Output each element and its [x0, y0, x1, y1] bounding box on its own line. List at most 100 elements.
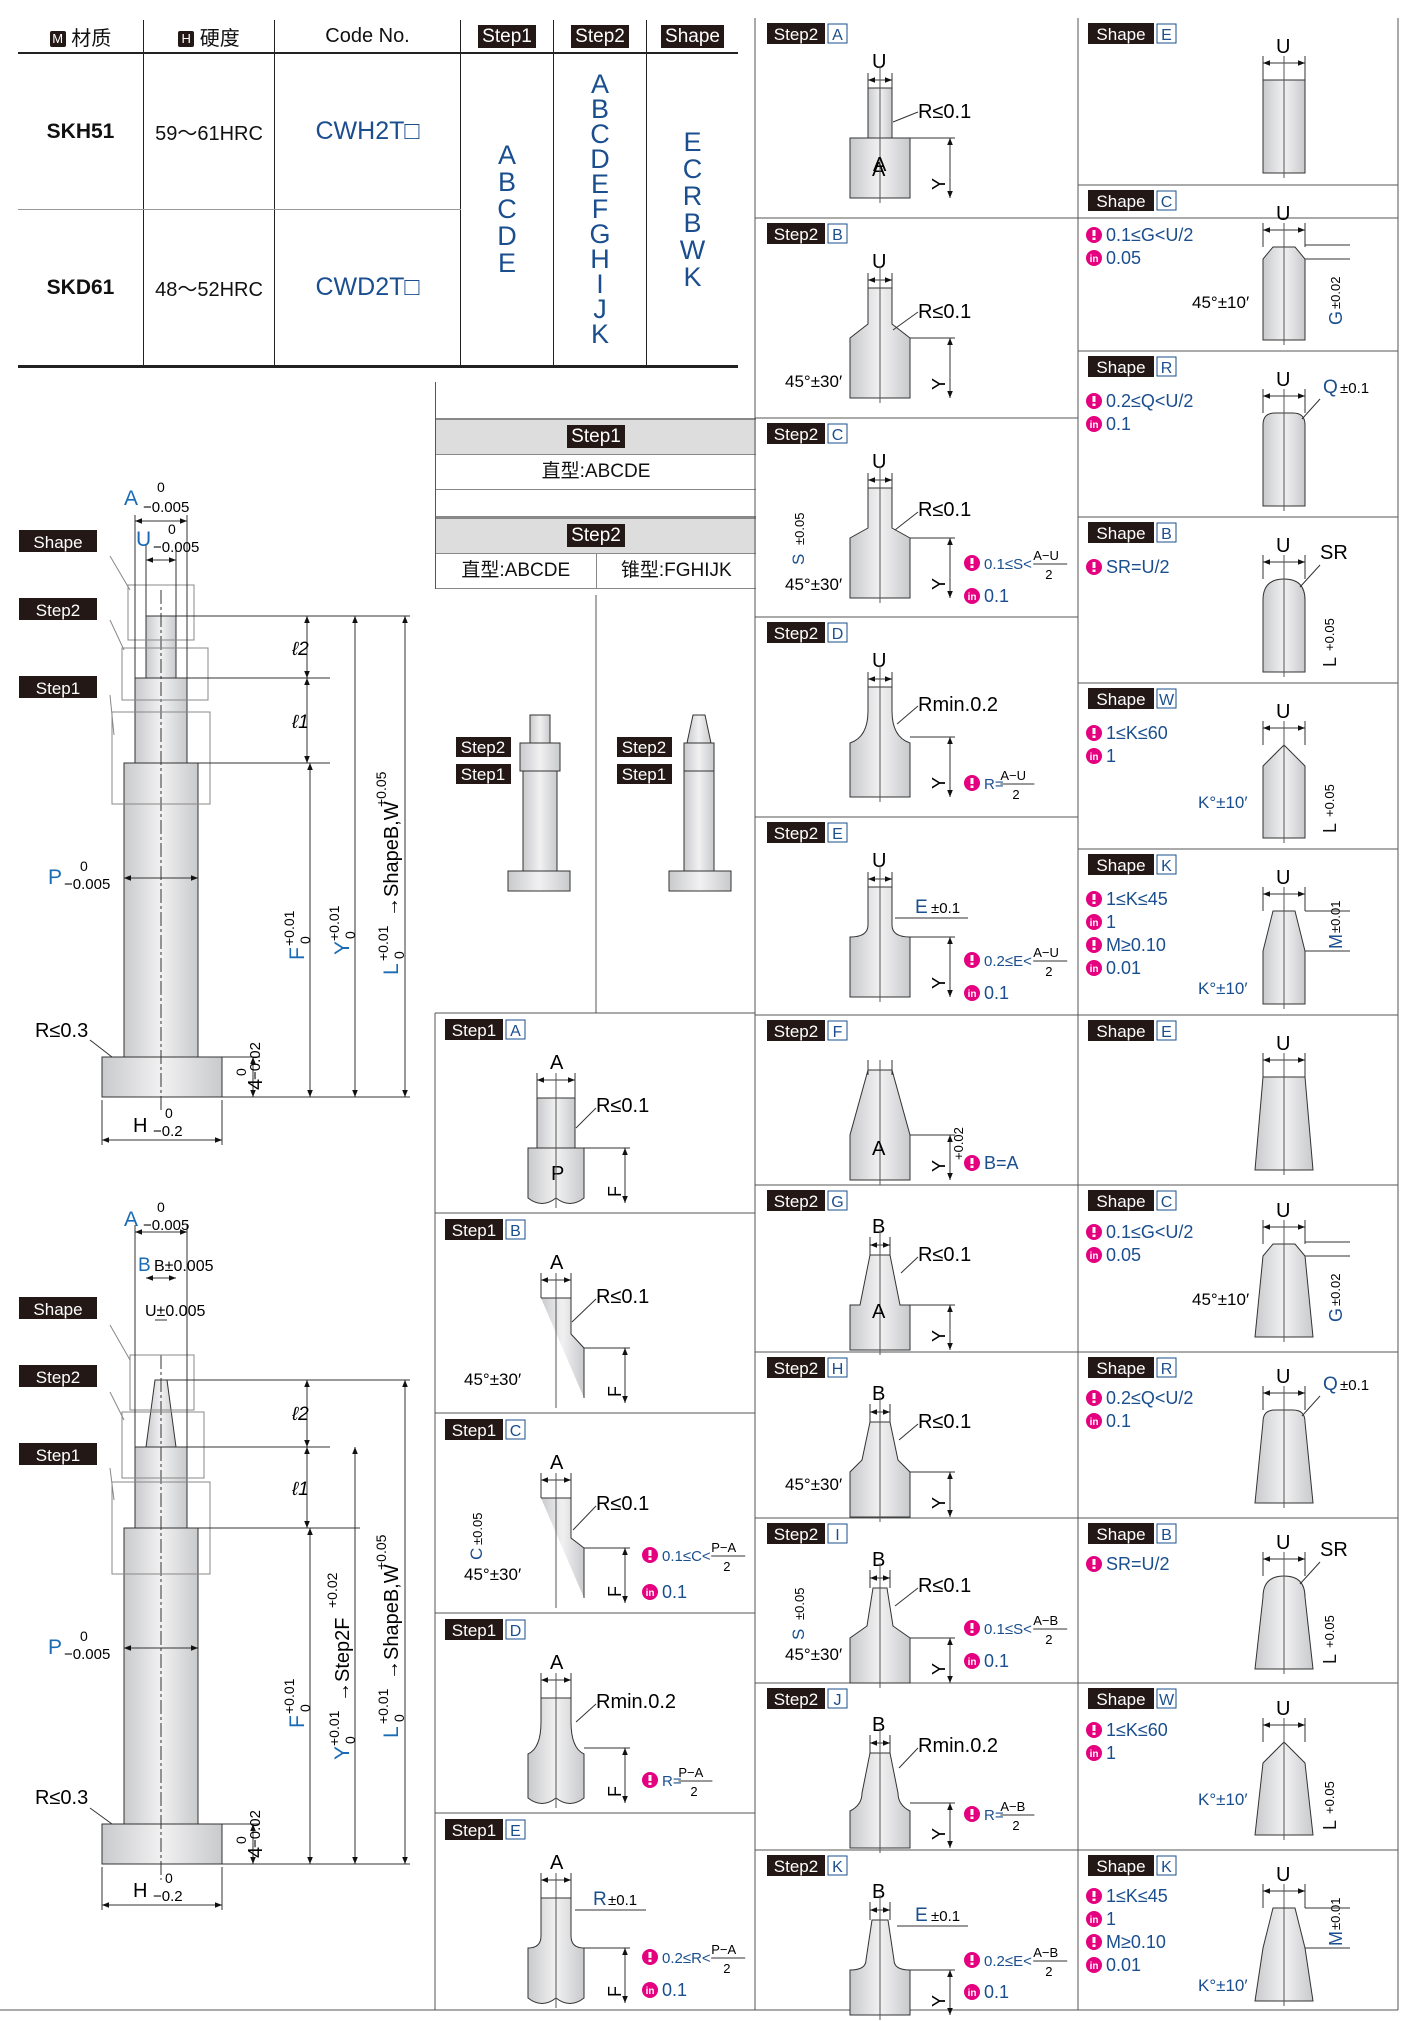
cell-note: 0.2≤Q<U/2	[1106, 391, 1193, 411]
note-icon	[642, 1547, 658, 1563]
cell-tag-letter: J	[834, 1692, 842, 1709]
cell-note: 0.2≤R<	[662, 1950, 711, 1967]
spacer-row	[436, 490, 756, 517]
dim-tol-zero: 0	[233, 1836, 249, 1844]
cell-label: R≤0.1	[918, 301, 971, 323]
code-cell-2: CWD2T□	[274, 209, 461, 368]
cell-tag-letter: E	[1161, 1024, 1172, 1041]
cell-label: U	[1276, 1033, 1290, 1055]
cell-label: U	[1276, 1366, 1290, 1388]
cell-label: Y	[929, 578, 949, 590]
preview-tag-step1: Step1	[461, 765, 505, 784]
cell-label: U	[1276, 867, 1290, 889]
dim-l-tol-3: +0.01	[375, 1688, 391, 1724]
note-icon	[964, 1952, 980, 1968]
tag-shape: Shape	[33, 533, 82, 552]
cell-tag-letter: E	[832, 826, 843, 843]
cell-label: S	[789, 554, 808, 565]
cell-tag-kind: Shape	[1096, 1690, 1145, 1709]
cell-tag-letter: D	[510, 1623, 522, 1640]
cell-label: R≤0.1	[918, 101, 971, 123]
cell-note: 1	[1106, 912, 1116, 932]
cell-label: R≤0.1	[596, 1286, 649, 1308]
cell-tag-letter: B	[510, 1223, 521, 1240]
note-icon	[1086, 559, 1102, 575]
note-icon	[642, 1772, 658, 1788]
cell-note: 0.05	[1106, 1245, 1141, 1265]
dim-f-tol-2: +0.01	[281, 1678, 297, 1714]
cell-label: Y	[929, 1828, 949, 1840]
cell-note-den: 2	[723, 1961, 730, 1976]
dim-l-tol: +0.01	[375, 925, 391, 961]
cell-note: 0.01	[1106, 958, 1141, 978]
dim-p-label-2: P	[48, 1636, 62, 1659]
main-drawing-straight: Shape Step2 Step1 A 0 −0.005 U 0 −0.005 …	[19, 479, 410, 1145]
step2-option: E	[590, 169, 609, 199]
cell-tag-kind: Shape	[1096, 856, 1145, 875]
cell-tag-kind: Step2	[774, 1857, 818, 1876]
cell-label: ±0.1	[931, 1908, 960, 1925]
cell-tag-letter: B	[1161, 1527, 1172, 1544]
cell-tag-letter: K	[1161, 1859, 1172, 1876]
cell-tag-letter: C	[1161, 194, 1173, 211]
cell-note: 0.01	[1106, 1955, 1141, 1975]
step2-option: J	[593, 294, 607, 324]
inch-icon	[642, 1584, 658, 1600]
cell-note: 1	[1106, 746, 1116, 766]
cell-label: U	[1276, 701, 1290, 723]
preview-tag-step2: Step2	[461, 738, 505, 757]
material-cell-2: SKD61	[18, 209, 144, 368]
inch-icon	[1086, 748, 1102, 764]
dim-tol-zero: 0	[80, 858, 88, 874]
dim-a-label: A	[124, 487, 138, 510]
cell-label: R≤0.1	[918, 1411, 971, 1433]
shape-option: W	[679, 234, 706, 265]
step2-option: K	[590, 319, 609, 349]
dim-p-tol-2: −0.005	[64, 1646, 110, 1663]
radius-label-2: R≤0.3	[35, 1787, 88, 1809]
cell-label: F	[605, 1986, 625, 1997]
note-icon	[964, 775, 980, 791]
cell-note: 1≤K≤60	[1106, 1720, 1168, 1740]
cell-label: SR	[1320, 542, 1348, 564]
cell-note-den: 2	[1045, 964, 1052, 979]
cell-tag-kind: Step2	[774, 624, 818, 643]
cell-tag-letter: G	[831, 1194, 843, 1211]
cell-note-num: P−A	[711, 1540, 736, 1555]
cell-label: Y	[929, 1995, 949, 2007]
cell-label: Y	[929, 1330, 949, 1342]
cell-tag-kind: Shape	[1096, 358, 1145, 377]
cell-label: A	[872, 159, 886, 181]
inch-icon	[1086, 914, 1102, 930]
step2-header: Step2	[571, 24, 629, 48]
step2-option: H	[590, 244, 610, 274]
dim-tol-zero: 0	[168, 521, 176, 537]
cell-label: R≤0.1	[596, 1095, 649, 1117]
dim-tol-zero: 0	[342, 931, 358, 939]
cell-label: ±0.01	[1328, 1898, 1343, 1930]
step1-option: D	[497, 221, 517, 251]
cell-label: +0.05	[1322, 1781, 1337, 1814]
cell-label: A	[550, 1652, 564, 1674]
cell-tag-letter: K	[1161, 858, 1172, 875]
cell-tag-letter: E	[510, 1823, 521, 1840]
note-icon	[1086, 1556, 1102, 1572]
cell-tag-kind: Shape	[1096, 192, 1145, 211]
hardness-cell-1: 59～61HRC	[143, 53, 275, 210]
cell-label: F	[605, 1186, 625, 1197]
dim-h-tol-2: −0.2	[153, 1888, 183, 1905]
cell-tag-kind: Step1	[452, 1621, 496, 1640]
cell-note: 0.1≤S<	[984, 1621, 1032, 1638]
dim-p-label: P	[48, 866, 62, 889]
cell-label: Rmin.0.2	[918, 1735, 998, 1757]
material-badge: M	[49, 31, 66, 48]
inch-icon	[1086, 1413, 1102, 1429]
shape-option: C	[682, 153, 703, 184]
hardness-badge: H	[178, 31, 195, 48]
cell-note: 0.1≤G<U/2	[1106, 225, 1193, 245]
inch-icon	[964, 588, 980, 604]
